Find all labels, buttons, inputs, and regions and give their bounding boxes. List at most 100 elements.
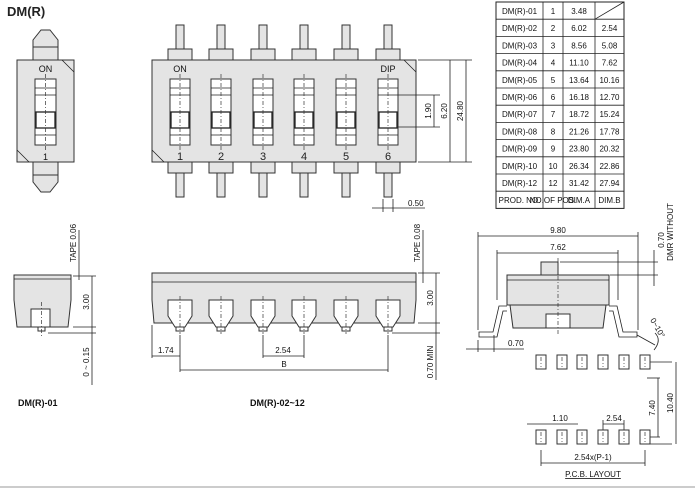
pin-bottom — [216, 172, 226, 198]
table-cell: DM(R)-07 — [502, 110, 538, 119]
table-cell: 5.08 — [602, 41, 618, 50]
table-cell: 11.10 — [569, 59, 589, 68]
pcb-pad — [597, 429, 609, 445]
dip-label: DIP — [380, 64, 395, 74]
dim-overall: 9.80 — [550, 226, 566, 235]
table-cell: 10 — [549, 162, 558, 171]
pin-base-bottom — [167, 161, 193, 174]
side-view-single: TAPE 0.06 3.00 0 ~ 0.15 DM(R)-01 — [13, 223, 96, 408]
pcb-pad — [576, 354, 588, 370]
table-cell: DM(R)-10 — [502, 162, 538, 171]
pcb-pad — [535, 429, 547, 445]
pin-top — [258, 24, 268, 50]
position-label: 4 — [301, 151, 307, 163]
pin-cap-bottom — [32, 174, 59, 193]
note-without: DMR WITHOUT — [666, 203, 675, 261]
pin-base-bottom — [291, 161, 317, 174]
caption-dm-r-02-12: DM(R)-02~12 — [250, 398, 305, 408]
dim-switch-travel: 1.90 — [424, 103, 433, 119]
table-cell: 7 — [551, 110, 556, 119]
table-cell: 17.78 — [599, 127, 620, 136]
table-cell: 18.72 — [569, 110, 590, 119]
pin-bottom — [299, 172, 309, 198]
actuator — [540, 261, 559, 276]
table-cell: 13.64 — [569, 76, 590, 85]
pin-base-bottom — [208, 161, 234, 174]
pin-base-top — [333, 48, 359, 61]
side-view-multi: TAPE 0.08 3.00 0.70 MIN 1.74 2.54 B DM(R… — [151, 223, 440, 408]
dim-body: 7.62 — [550, 243, 566, 252]
dim-overall-length: 24.80 — [456, 100, 465, 121]
table-cell: 31.42 — [569, 179, 590, 188]
table-header: DIM.A — [568, 196, 591, 205]
table-cell: 10.16 — [599, 76, 620, 85]
table-cell: DM(R)-06 — [502, 93, 538, 102]
dim-lead: 0.70 — [508, 339, 524, 348]
table-cell: 12 — [549, 179, 558, 188]
dim-pad-width: 1.10 — [552, 414, 568, 423]
dim-row-gap: 7.40 — [648, 400, 657, 416]
table-cell: 15.24 — [599, 110, 620, 119]
pin-top — [175, 24, 185, 50]
terminal — [208, 299, 234, 328]
table-cell: DM(R)-05 — [502, 76, 538, 85]
pcb-pad — [639, 429, 651, 445]
pin-bottom — [258, 172, 268, 198]
dim-actuator: 0.70 — [657, 232, 666, 248]
caption-dm-r-01: DM(R)-01 — [18, 398, 58, 408]
table-cell: DM(R)-01 — [502, 7, 538, 16]
dim-pitch: 2.54 — [606, 414, 622, 423]
pcb-pad — [618, 429, 630, 445]
table-cell: 6 — [551, 93, 556, 102]
top-view-single: ON 1 — [16, 29, 75, 193]
terminal — [333, 299, 359, 328]
pin-cap-top — [32, 29, 59, 48]
pcb-pad — [576, 429, 588, 445]
position-label: 1 — [177, 151, 183, 163]
dim-tape: TAPE 0.06 — [69, 223, 78, 262]
on-label: ON — [39, 64, 53, 74]
table-cell: 9 — [551, 145, 556, 154]
table-cell: 23.80 — [569, 145, 590, 154]
table-cell: 8.56 — [571, 41, 587, 50]
pcb-pad — [556, 354, 568, 370]
drawing-title: DM(R) — [7, 4, 45, 19]
table-cell: DM(R)-04 — [502, 59, 538, 68]
pin-base-top — [375, 48, 401, 61]
position-label: 6 — [385, 151, 391, 163]
dim-tape: TAPE 0.08 — [413, 223, 422, 262]
table-cell: 16.18 — [569, 93, 590, 102]
end-view: 9.80 7.62 0.70 DMR WITHOUT 0.70 0~10° — [466, 203, 675, 352]
dim-body-width: 6.20 — [440, 103, 449, 119]
dim-angle: 0~10° — [648, 317, 666, 340]
table-cell: DM(R)-08 — [502, 127, 538, 136]
table-cell: 12.70 — [599, 93, 620, 102]
pin-bottom — [341, 172, 351, 198]
dim-min-lead: 0.70 MIN — [426, 346, 435, 379]
pin-base-top — [291, 48, 317, 61]
table-cell: 21.26 — [569, 127, 590, 136]
table-cell: 8 — [551, 127, 556, 136]
pin-base-top — [208, 48, 234, 61]
table-cell: 5 — [551, 76, 556, 85]
pin-top — [383, 24, 393, 50]
pcb-layout: 7.40 10.40 1.10 2.54 2.54x(P-1) P.C.B. L… — [527, 354, 677, 479]
table-cell: 6.02 — [571, 24, 587, 33]
dim-height: 3.00 — [426, 290, 435, 306]
dim-span: 2.54x(P-1) — [574, 453, 612, 462]
table-cell: 2 — [551, 24, 556, 33]
pin-top — [216, 24, 226, 50]
on-label: ON — [173, 64, 187, 74]
dim-height: 3.00 — [82, 294, 91, 310]
pcb-pad — [556, 429, 568, 445]
terminal — [167, 299, 193, 328]
table-cell: DM(R)-03 — [502, 41, 538, 50]
dim-standoff: 0 ~ 0.15 — [82, 347, 91, 377]
table-cell: DM(R)-12 — [502, 179, 538, 188]
table-cell: 3.48 — [571, 7, 587, 16]
pcb-pad — [535, 354, 547, 370]
pcb-pad — [639, 354, 651, 370]
switch-body — [151, 59, 417, 163]
